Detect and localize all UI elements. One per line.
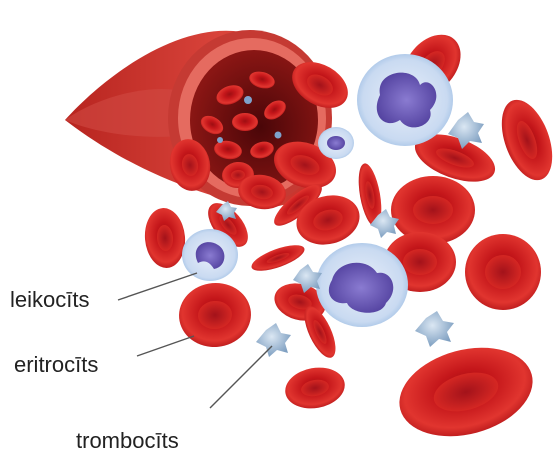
erythrocyte-label: eritrocīts [14,352,98,378]
erythrocyte-leader-line [137,336,194,356]
leukocyte-label: leikocīts [10,287,89,313]
thrombocyte-label: trombocīts [76,428,179,453]
thrombocyte-leader-line [210,346,272,408]
leukocyte-leader-line [118,273,197,300]
